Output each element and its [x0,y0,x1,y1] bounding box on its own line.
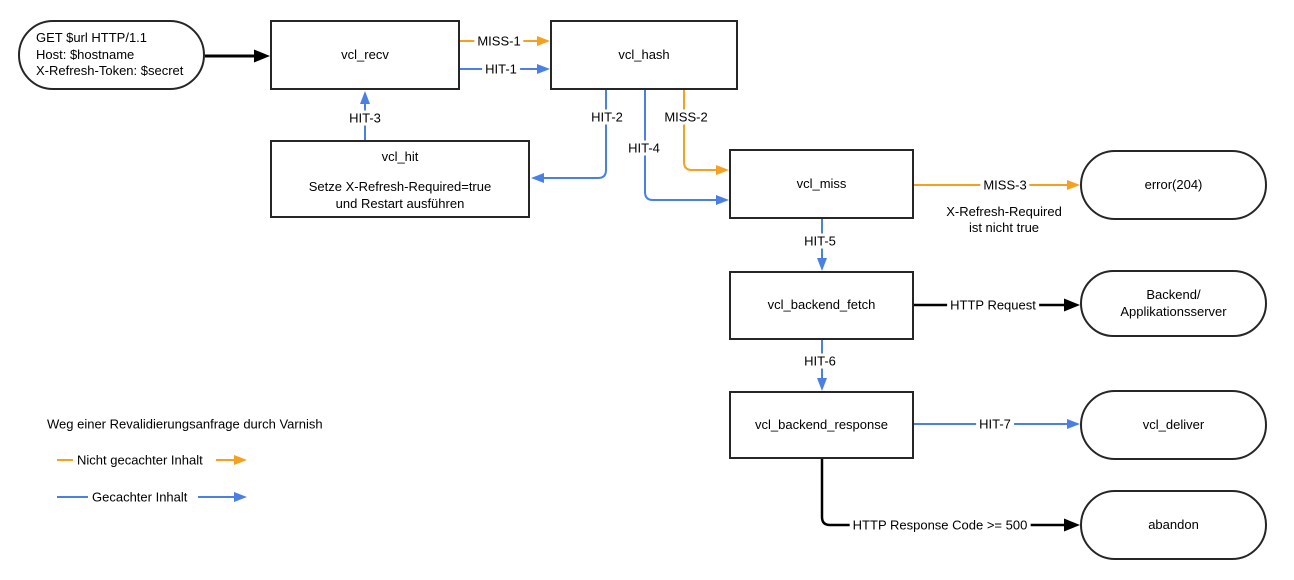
edge-label-hit-6: HIT-6 [801,353,839,369]
edge-label-miss-1: MISS-1 [474,33,524,49]
arrowhead-hit-7 [1067,419,1080,429]
arrowhead-miss-1 [537,36,550,46]
node-vcl-deliver: vcl_deliver [1080,390,1267,460]
abandon-label: abandon [1148,516,1199,532]
arrowhead-hit-1 [537,64,550,74]
node-vcl-hash: vcl_hash [550,20,738,90]
edge-label-http-request: HTTP Request [947,297,1039,313]
node-vcl-backend-fetch: vcl_backend_fetch [729,271,914,340]
arrowhead-hit-5 [817,258,827,271]
legend-uncached-arrowhead [234,455,247,465]
vcl-hit-label: vcl_hit [381,149,419,164]
edge-label-miss-2: MISS-2 [661,109,711,125]
vcl-hash-label: vcl_hash [618,46,670,62]
edge-label-hit-1: HIT-1 [482,61,520,77]
vcl-miss-label: vcl_miss [796,175,847,191]
node-vcl-hit: vcl_hit Setze X-Refresh-Required=true un… [270,140,530,218]
node-backend-server: Backend/ Applikationsserver [1080,270,1267,337]
edge-label-hit-2: HIT-2 [588,109,626,125]
vcl-backend-fetch-label: vcl_backend_fetch [767,297,876,313]
legend-cached-label: Gecachter Inhalt [92,489,188,505]
edge-miss-2 [683,90,716,171]
arrowhead-miss-2 [716,165,729,175]
backend-server-text: Backend/ Applikationsserver [1120,286,1227,319]
legend-title: Weg einer Revalidierungsanfrage durch Va… [47,416,323,432]
arrowhead-http-response [1064,518,1080,532]
edge-http-response [820,459,1064,527]
vcl-recv-label: vcl_recv [341,46,389,62]
edge-label-hit-3: HIT-3 [346,110,384,126]
node-vcl-recv: vcl_recv [270,20,460,90]
request-start-text: GET $url HTTP/1.1 Host: $hostname X-Refr… [36,29,184,79]
arrowhead-hit-2 [531,173,544,183]
edge-label-miss-3: MISS-3 [980,177,1030,193]
arrowhead-hit-4 [716,195,729,205]
arrowhead-start-recv [254,49,270,63]
node-vcl-miss: vcl_miss [729,149,914,219]
error-204-label: error(204) [1144,176,1203,192]
node-vcl-backend-response: vcl_backend_response [729,391,914,459]
miss-3-condition-note: X-Refresh-Required ist nicht true [946,204,1062,235]
edge-label-http-response: HTTP Response Code >= 500 [849,517,1031,533]
vcl-hit-body: Setze X-Refresh-Required=true und Restar… [308,178,492,211]
legend-cached-arrowhead [234,492,247,502]
node-error-204: error(204) [1080,150,1267,220]
vcl-backend-response-label: vcl_backend_response [755,416,888,432]
edge-hit-2 [544,90,607,179]
edge-label-hit-5: HIT-5 [801,233,839,249]
node-request-start: GET $url HTTP/1.1 Host: $hostname X-Refr… [18,20,205,90]
edge-label-hit-4: HIT-4 [625,140,663,156]
edge-label-hit-7: HIT-7 [976,416,1014,432]
arrowhead-miss-3 [1067,180,1080,190]
edge-hit-4 [644,90,716,201]
vcl-deliver-label: vcl_deliver [1142,416,1205,432]
arrowhead-hit-6 [817,378,827,391]
legend-uncached-label: Nicht gecachter Inhalt [77,452,203,468]
node-abandon: abandon [1080,490,1267,560]
arrowhead-http-request [1064,298,1080,312]
arrowhead-hit-3 [360,91,370,104]
